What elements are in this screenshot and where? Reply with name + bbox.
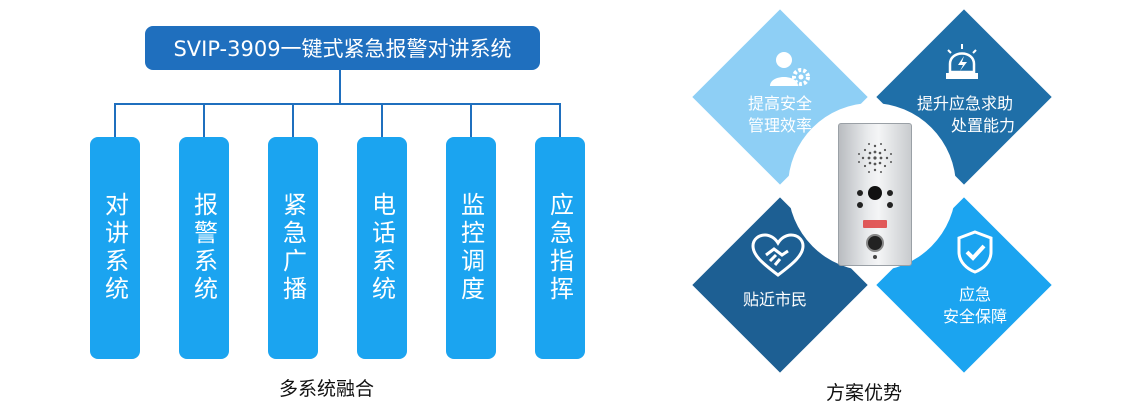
heart-handshake-icon — [751, 233, 805, 277]
diagram-title: SVIP-3909一键式紧急报警对讲系统 — [145, 26, 540, 70]
indicator-dot-icon — [887, 190, 893, 196]
drop-line-1 — [114, 103, 116, 137]
call-button-icon — [866, 234, 884, 252]
advantage-label-citizens: 贴近市民 — [715, 289, 835, 311]
advantage-label-emergency: 提升应急求助 处置能力 — [895, 93, 1035, 137]
system-box-telephone: 电话系统 — [357, 137, 407, 359]
system-label: 紧急广播 — [278, 192, 307, 304]
advantage-label-efficiency: 提高安全 管理效率 — [720, 93, 840, 137]
system-box-command: 应急指挥 — [535, 137, 585, 359]
label-line: 安全保障 — [942, 307, 1007, 326]
user-gear-icon — [770, 52, 810, 86]
label-line: 贴近市民 — [742, 290, 807, 309]
label-line: 应急 — [958, 285, 991, 304]
camera-lens-icon — [868, 186, 882, 200]
title-stem — [339, 70, 341, 104]
system-label: 监控调度 — [456, 192, 485, 304]
system-box-intercom: 对讲系统 — [90, 137, 140, 359]
drop-line-5 — [470, 103, 472, 137]
speaker-grille-icon — [858, 143, 892, 173]
mic-hole-icon — [873, 255, 877, 259]
device-red-label-icon — [863, 220, 887, 228]
drop-line-6 — [559, 103, 561, 137]
system-label: 应急指挥 — [545, 192, 574, 304]
drop-line-4 — [381, 103, 383, 137]
label-line: 提升应急求助 — [916, 94, 1013, 113]
system-box-broadcast: 紧急广播 — [268, 137, 318, 359]
left-caption: 多系统融合 — [279, 378, 375, 400]
right-caption: 方案优势 — [826, 382, 903, 404]
indicator-dot-icon — [887, 202, 893, 208]
indicator-dot-icon — [857, 202, 863, 208]
advantage-label-safety: 应急 安全保障 — [915, 284, 1035, 328]
system-label: 电话系统 — [367, 192, 396, 304]
system-label: 对讲系统 — [100, 192, 129, 304]
system-box-monitoring: 监控调度 — [446, 137, 496, 359]
shield-check-icon — [957, 230, 993, 274]
drop-line-2 — [203, 103, 205, 137]
label-line: 处置能力 — [950, 116, 1015, 135]
label-line: 管理效率 — [747, 116, 812, 135]
system-label: 报警系统 — [189, 192, 218, 304]
indicator-dot-icon — [857, 190, 863, 196]
horizontal-bus — [114, 103, 561, 105]
label-line: 提高安全 — [747, 94, 812, 113]
drop-line-3 — [292, 103, 294, 137]
intercom-device-image — [838, 123, 912, 266]
system-box-alarm: 报警系统 — [179, 137, 229, 359]
alarm-light-icon — [946, 44, 978, 79]
